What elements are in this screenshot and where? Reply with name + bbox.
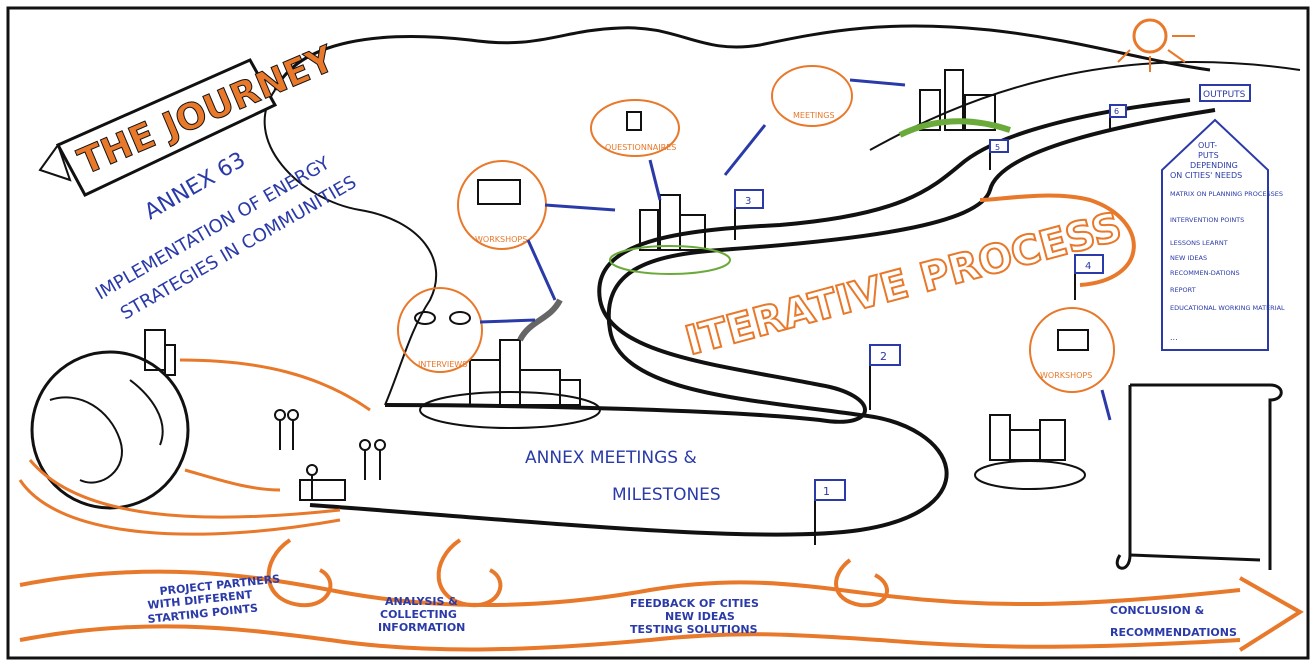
subtitle-line2: STRATEGIES IN COMMUNITIES bbox=[117, 172, 360, 324]
journey-road-outline-inner bbox=[384, 98, 1191, 424]
stage3-line1: FEEDBACK OF CITIES bbox=[630, 597, 759, 610]
outputs-item-0: MATRIX ON PLANNING PROCESSES bbox=[1170, 190, 1283, 198]
sun-icon bbox=[1132, 18, 1168, 54]
questionnaires-label: QUESTIONNAIRES bbox=[605, 143, 676, 152]
outputs-item-3: NEW IDEAS bbox=[1170, 254, 1207, 262]
globe-arrows bbox=[18, 358, 371, 536]
workshops-right-bubble: WORKSHOPS bbox=[1029, 307, 1115, 393]
whiteboard-icon-right bbox=[1057, 329, 1089, 351]
flag-1-label: 1 bbox=[823, 485, 830, 498]
milestones-line1: ANNEX MEETINGS & bbox=[525, 448, 697, 468]
banner-title: THE JOURNEY bbox=[72, 38, 341, 183]
speech-icon bbox=[414, 311, 436, 325]
document-icon bbox=[626, 111, 642, 131]
outputs-header-4: ON CITIES' NEEDS bbox=[1170, 171, 1242, 180]
flag-6-label: 6 bbox=[1114, 107, 1119, 116]
outputs-item-4: RECOMMEN-DATIONS bbox=[1170, 269, 1240, 277]
interviews-bubble: INTERVIEWS bbox=[397, 287, 483, 373]
outputs-sign-label: OUTPUTS bbox=[1203, 90, 1246, 100]
right-city-icon bbox=[974, 414, 1086, 490]
stage4-line1: CONCLUSION & bbox=[1110, 604, 1205, 617]
flag-3-label: 3 bbox=[745, 196, 751, 207]
people-group-icon bbox=[274, 409, 386, 501]
flag-5-label: 5 bbox=[995, 143, 1000, 152]
globe-icon bbox=[30, 329, 190, 510]
sun-rays bbox=[1117, 35, 1195, 72]
meetings-label: MEETINGS bbox=[793, 111, 835, 120]
flag-2: 2 bbox=[869, 344, 901, 410]
left-loop-line bbox=[263, 89, 438, 406]
factory-city-icon bbox=[419, 298, 601, 429]
stage2-line1: ANALYSIS & bbox=[385, 595, 458, 608]
workshops-right-label: WORKSHOPS bbox=[1040, 371, 1092, 380]
flag-1: 1 bbox=[814, 479, 846, 545]
outputs-header-2: PUTS bbox=[1198, 151, 1219, 160]
outputs-header-3: DEPENDING bbox=[1190, 161, 1238, 170]
outputs-item-2: LESSONS LEARNT bbox=[1170, 239, 1228, 247]
outputs-header-1: OUT- bbox=[1198, 141, 1217, 150]
outputs-item-6: EDUCATIONAL WORKING MATERIAL bbox=[1170, 304, 1285, 312]
stage2-line3: INFORMATION bbox=[378, 621, 465, 634]
whiteboard-icon bbox=[477, 179, 521, 205]
flag-3: 3 bbox=[734, 189, 764, 240]
workshops-left-bubble: WORKSHOPS bbox=[457, 160, 547, 250]
stage2-line2: COLLECTING bbox=[380, 608, 457, 621]
interviews-label: INTERVIEWS bbox=[418, 360, 467, 369]
milestones-line2: MILESTONES bbox=[612, 485, 721, 505]
questionnaires-bubble: QUESTIONNAIRES bbox=[590, 99, 680, 157]
flag-4: 4 bbox=[1074, 254, 1104, 300]
flag-4-label: 4 bbox=[1085, 261, 1091, 272]
activity-arrows bbox=[479, 78, 1112, 421]
outputs-sign: OUTPUTS bbox=[1199, 84, 1251, 102]
flag-6: 6 bbox=[1109, 104, 1127, 130]
outputs-item-7: ... bbox=[1170, 333, 1178, 342]
empty-scroll-icon bbox=[1115, 383, 1283, 570]
outer-frame bbox=[6, 6, 1310, 660]
stage3-line2: NEW IDEAS bbox=[665, 610, 735, 623]
top-city-icon bbox=[609, 194, 731, 275]
top-loop-line bbox=[273, 24, 1211, 91]
bottom-timeline-bar bbox=[19, 538, 1304, 652]
stage4-line2: RECOMMENDATIONS bbox=[1110, 626, 1237, 639]
outputs-item-1: INTERVENTION POINTS bbox=[1170, 216, 1244, 224]
outputs-item-5: REPORT bbox=[1170, 286, 1196, 294]
flag-5: 5 bbox=[989, 139, 1009, 170]
iterative-loop-arrow bbox=[979, 193, 1136, 287]
green-city-icon bbox=[898, 69, 1011, 138]
flag-2-label: 2 bbox=[880, 350, 887, 363]
meetings-bubble: MEETINGS bbox=[771, 65, 853, 127]
journey-road-outline bbox=[309, 108, 1216, 537]
stage3-line3: TESTING SOLUTIONS bbox=[630, 623, 758, 636]
workshops-left-label: WORKSHOPS bbox=[475, 235, 527, 244]
outputs-panel: OUT- PUTS DEPENDING ON CITIES' NEEDS MAT… bbox=[1161, 118, 1285, 351]
